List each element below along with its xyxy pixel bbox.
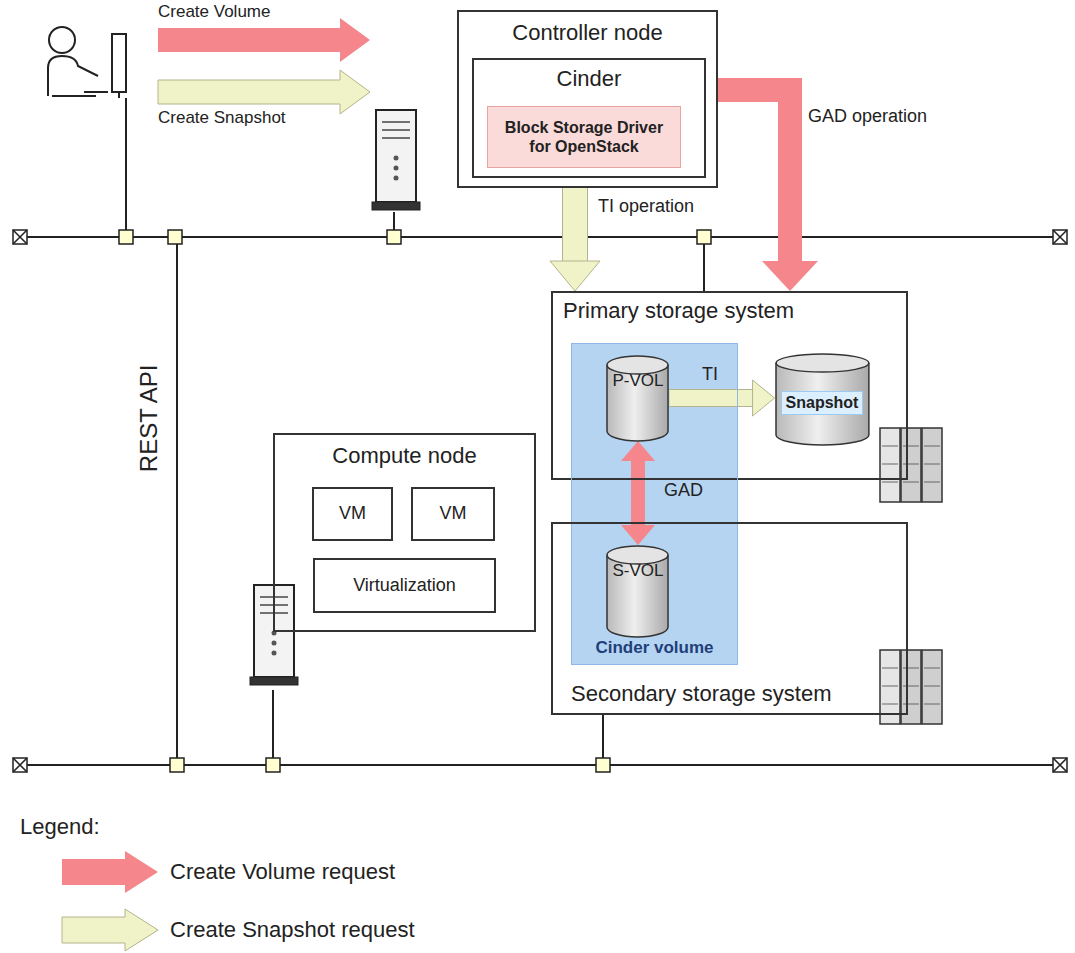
- volume-region: P-VOL S-VOL Cinder volume: [571, 343, 738, 665]
- snapshot-label: Snapshot: [781, 391, 864, 414]
- vm-box: VM: [312, 487, 393, 541]
- vm-box: VM: [411, 487, 495, 541]
- request-label: Create Snapshot: [158, 108, 286, 128]
- cylinder-body: [607, 555, 668, 637]
- node-label: Primary storage system: [563, 298, 794, 324]
- flow-arrow: [718, 90, 818, 291]
- node-label: Cinder volume: [595, 638, 713, 658]
- arrow-head: [550, 261, 600, 291]
- legend-swatches: [62, 851, 158, 951]
- virtualization-box: Virtualization: [313, 558, 496, 613]
- arrow-shaft: [563, 188, 587, 262]
- arrow-outline: [562, 188, 588, 262]
- node-label: Secondary storage system: [571, 681, 831, 707]
- storage-system-box: Secondary storage system: [551, 522, 908, 715]
- server-icons: [250, 110, 420, 685]
- arrow-shaft: [670, 390, 754, 406]
- edge-label: TI: [702, 364, 718, 386]
- node-label: Controller node: [512, 20, 662, 46]
- arrow-shaft: [631, 460, 645, 526]
- node-label: Cinder: [557, 66, 622, 92]
- server-icon: [372, 110, 420, 210]
- snapshot-request-arrow: [158, 70, 370, 114]
- cylinder-body: [776, 363, 869, 445]
- flow-arrow: [550, 188, 600, 291]
- controller-box: Block Storage Driver for OpenStack Cinder…: [457, 10, 718, 188]
- node-label: VM: [339, 503, 366, 525]
- edge-label: GAD: [664, 480, 703, 502]
- flow-arrow: [670, 380, 775, 416]
- cylinder-top: [776, 354, 869, 372]
- arrow-outline: [670, 389, 754, 407]
- node-label: Virtualization: [353, 575, 456, 597]
- cylinder-shape: [606, 545, 669, 637]
- flow-arrow: [621, 441, 655, 545]
- arrow-shaft: [718, 90, 790, 262]
- edge-label: GAD operation: [808, 106, 927, 128]
- storage-rack-icon: [880, 650, 942, 724]
- compute-node-box: VM VM Virtualization Compute node: [273, 433, 536, 632]
- volume-cylinder: P-VOL: [606, 355, 669, 441]
- node-label: S-VOL: [612, 561, 663, 581]
- edge-label: TI operation: [598, 196, 694, 218]
- storage-system-box: Snapshot Primary storage system: [551, 291, 908, 480]
- user-icon: [48, 27, 126, 98]
- node-label: Block Storage Driver for OpenStack: [496, 118, 672, 156]
- node-label: P-VOL: [612, 371, 663, 391]
- arrow-head: [621, 441, 655, 461]
- arrow-head: [621, 525, 655, 545]
- legend-text: Create Volume request: [170, 859, 395, 885]
- network-terminator: [13, 230, 1067, 772]
- legend-heading: Legend:: [20, 814, 100, 840]
- legend-text: Create Snapshot request: [170, 917, 415, 943]
- arrow-head: [753, 380, 775, 416]
- cylinder-body: [607, 365, 668, 441]
- node-label: Compute node: [332, 443, 476, 469]
- storage-rack-icon: [880, 428, 942, 502]
- volume-request-arrow: [158, 18, 370, 62]
- node-label: VM: [440, 503, 467, 525]
- interface-label: REST API: [136, 364, 165, 472]
- cinder-box: Block Storage Driver for OpenStack Cinder: [472, 58, 706, 178]
- snapshot-cylinder: Snapshot: [775, 353, 870, 445]
- cylinder-shape: [606, 355, 669, 441]
- driver-box: Block Storage Driver for OpenStack: [487, 106, 681, 168]
- request-label: Create Volume: [158, 2, 270, 22]
- legend-swatch: [62, 851, 158, 893]
- storage-racks: [880, 428, 942, 724]
- legend-swatch: [62, 909, 158, 951]
- arrow-head: [762, 261, 818, 291]
- volume-cylinder: S-VOL: [606, 545, 669, 637]
